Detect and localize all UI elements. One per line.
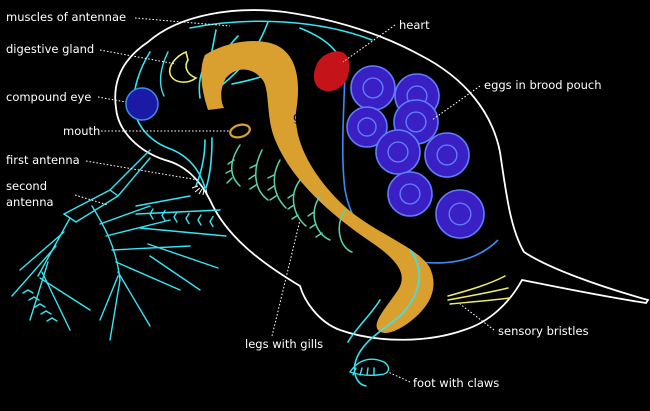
label-gut: gut	[293, 109, 314, 124]
legs-with-gills	[225, 144, 353, 253]
antenna-branch	[22, 289, 34, 294]
label-heart: heart	[399, 18, 430, 32]
label-eggs-in-brood-pouch: eggs in brood pouch	[484, 78, 602, 92]
egg	[346, 106, 388, 148]
label-first-antenna: first antenna	[6, 153, 80, 167]
antenna-branch	[111, 245, 191, 251]
postabdomen	[347, 249, 420, 387]
leader-lines	[74, 17, 495, 383]
antenna-branch	[41, 271, 71, 331]
antenna-branch	[99, 205, 151, 225]
heart	[313, 51, 350, 92]
label-compound-eye: compound eye	[6, 90, 91, 104]
egg	[375, 129, 421, 175]
antenna-branch	[139, 227, 227, 237]
egg-nucleus	[362, 77, 384, 99]
label-foot-with-claws: foot with claws	[413, 376, 499, 390]
egg-nucleus	[357, 117, 377, 137]
antenna-branch	[99, 275, 119, 321]
compound-eye	[125, 87, 159, 121]
antenna-branch	[34, 303, 46, 308]
label-second-antenna-line2: antenna	[6, 195, 54, 209]
antenna-branch	[105, 219, 171, 237]
label-second-antenna-line1: second	[6, 179, 47, 193]
mouth	[229, 123, 251, 139]
antenna-branch	[173, 211, 178, 223]
gut	[201, 40, 434, 333]
antenna-branch	[135, 195, 191, 207]
eggs-in-brood-pouch	[346, 65, 485, 239]
antenna-branch	[149, 255, 201, 291]
dorsal-inner-line	[189, 20, 373, 53]
label-mouth: mouth	[63, 124, 100, 138]
antenna-branch	[185, 212, 190, 225]
egg	[435, 189, 485, 239]
antenna-branch	[37, 217, 71, 277]
antenna-branch	[135, 209, 221, 215]
head-inner-outline	[159, 51, 169, 97]
antenna-branch	[28, 296, 40, 301]
antenna-branch	[19, 231, 65, 271]
antenna-branch	[109, 189, 119, 197]
second-antenna	[11, 149, 227, 341]
antenna-branch	[40, 310, 52, 315]
sensory-bristles	[447, 275, 511, 305]
label-muscles-of-antennae: muscles of antennae	[6, 10, 126, 24]
antenna-branch	[117, 271, 151, 327]
egg-nucleus	[405, 111, 427, 133]
egg-nucleus	[399, 183, 421, 205]
antenna-branch	[149, 208, 154, 220]
label-sensory-bristles: sensory bristles	[498, 324, 589, 338]
egg-nucleus	[436, 144, 458, 166]
egg	[424, 132, 470, 178]
antenna-branch	[147, 243, 219, 269]
egg	[387, 171, 433, 217]
egg	[350, 65, 396, 111]
carapace-outline	[114, 9, 650, 341]
antenna-branch	[209, 215, 214, 228]
antenna-branch	[46, 317, 58, 322]
egg-nucleus	[448, 202, 472, 226]
first-antenna	[191, 137, 213, 196]
antenna-branch	[75, 157, 151, 223]
antenna-branch	[197, 214, 202, 226]
antenna-branch	[39, 277, 91, 311]
egg-nucleus	[387, 141, 409, 163]
antenna-branch	[161, 209, 166, 222]
antenna-branch	[29, 261, 49, 321]
digestive-gland	[168, 50, 198, 83]
label-digestive-gland: digestive gland	[6, 42, 94, 56]
antenna-branch	[115, 261, 181, 291]
antenna-branch	[109, 279, 121, 341]
label-legs-with-gills: legs with gills	[245, 337, 323, 351]
antenna-branch	[11, 245, 57, 297]
foot-with-claws	[349, 358, 390, 377]
antenna-branch	[91, 205, 121, 281]
